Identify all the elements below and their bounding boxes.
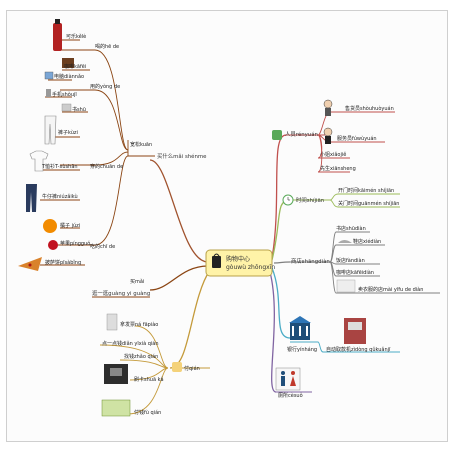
pay-branch-node[interactable]: 付qián [172, 362, 200, 372]
people-item-1: 售货员shòuhuòyuán [345, 105, 394, 112]
center-node[interactable]: 购物中心 gòuwù zhōngxīn [205, 249, 275, 277]
svg-text:书shū: 书shū [72, 106, 86, 113]
connector-shops [273, 261, 291, 264]
svg-text:人员rényuán: 人员rényuán [285, 131, 318, 138]
connector-toilet [269, 271, 277, 393]
time-close: 关门时间guānmén shíjiān [338, 200, 399, 207]
svg-text:时间shíjiān: 时间shíjiān [296, 196, 324, 204]
connector-bank [271, 267, 291, 339]
center-title: 购物中心 [226, 255, 250, 263]
computer-item: 电脑diànnǎo [44, 71, 84, 80]
cash-register-item: 拿发票ná fāpiào [106, 313, 158, 331]
card-item: 刷卡shuā kǎ [104, 364, 164, 384]
clothing-store-item: 卖衣服的店mài yīfu de diàn [336, 279, 423, 293]
svg-text:橘子 júzi: 橘子 júzi [60, 222, 80, 229]
branch-wear[interactable]: 穿的chuān de [90, 163, 123, 170]
pants-item: 裤子kùzi [44, 115, 78, 145]
time-open: 开门时间kāimén shíjiān [338, 187, 394, 194]
svg-text:鞋店xiédiàn: 鞋店xiédiàn [353, 238, 381, 245]
money-item: 付钱fù qián [101, 399, 161, 417]
svg-text:自动取款机zìdòng qǔkuǎnjī: 自动取款机zìdòng qǔkuǎnjī [326, 346, 391, 353]
toilet-node[interactable]: 厕所cèsuǒ [275, 367, 303, 399]
bank-node[interactable]: 银行yínháng [287, 316, 317, 353]
connector-left-lower [149, 265, 209, 291]
shop-bookstore: 书店shūdiàn [336, 225, 366, 232]
svg-text:拿发票ná fāpiào: 拿发票ná fāpiào [120, 321, 158, 328]
svg-text:披萨饼pīsàbǐng: 披萨饼pīsàbǐng [45, 259, 81, 266]
cola-item: 可乐kělè [53, 19, 86, 51]
phone-item: 手机shǒujī [46, 89, 77, 98]
svg-text:苹果píngguǒ: 苹果píngguǒ [60, 240, 90, 247]
svg-text:T恤衫T-xùshān: T恤衫T-xùshān [41, 163, 78, 170]
kuan-label: 宽松kuān [130, 141, 152, 148]
find-item: 找钱zhǎo qián [124, 353, 158, 360]
shop-restaurant: 饭店fàndiàn [336, 257, 365, 264]
svg-text:可乐kělè: 可乐kělè [66, 33, 86, 40]
people-item-3: 小姐xiǎojiě [320, 151, 346, 158]
connector-pay [169, 269, 211, 369]
svg-text:付qián: 付qián [184, 365, 200, 372]
svg-text:卖衣服的店mài yīfu de diàn: 卖衣服的店mài yīfu de diàn [358, 286, 423, 293]
svg-text:刷卡shuā kǎ: 刷卡shuā kǎ [134, 376, 164, 383]
branch-eat[interactable]: 吃的chī de [90, 243, 115, 250]
svg-text:牛仔裤niúzǎikù: 牛仔裤niúzǎikù [42, 193, 78, 200]
shop-cafe: 咖啡店kāfēidiàn [336, 269, 374, 276]
jeans-item: 牛仔裤niúzǎikù [26, 184, 78, 212]
branch-browse[interactable]: 逛一逛guàng yi guàng [92, 289, 150, 297]
orange-item: 橘子 júzi [43, 219, 80, 233]
tshirt-item: T恤衫T-xùshān [29, 150, 78, 172]
people-node[interactable]: 人员rényuán [272, 130, 318, 140]
branch-what-to-buy[interactable]: 买什么mǎi shénme [157, 152, 207, 160]
svg-text:厕所cèsuǒ: 厕所cèsuǒ [278, 392, 303, 399]
svg-text:手机shǒujī: 手机shǒujī [52, 91, 77, 98]
svg-text:裤子kùzi: 裤子kùzi [58, 129, 78, 136]
atm-item: 自动取款机zìdòng qǔkuǎnjī [326, 318, 391, 353]
book-item: 书shū [61, 103, 86, 113]
center-subtitle: gòuwù zhōngxīn [226, 264, 275, 271]
branch-use[interactable]: 用的yòng de [90, 83, 120, 90]
buy-label: 买mǎi [130, 278, 144, 285]
canvas-frame [6, 10, 448, 442]
coffee-item: 咖啡kāfēi [62, 58, 86, 70]
shops-node[interactable]: 商店shāngdiàn [291, 257, 330, 265]
waiter-figure [323, 127, 333, 144]
branch-drink[interactable]: 喝的hē de [95, 43, 119, 50]
people-item-4: 先生xiānsheng [320, 165, 356, 172]
clerk-figure [323, 99, 333, 116]
svg-text:电脑diànnǎo: 电脑diànnǎo [54, 73, 84, 80]
apple-item: 苹果píngguǒ [48, 240, 90, 250]
time-node[interactable]: 时间shíjiān [282, 194, 324, 206]
svg-text:咖啡kāfēi: 咖啡kāfēi [64, 63, 86, 70]
receipt-item: 点一点钱diǎn yīxià qián [102, 340, 159, 347]
shoe-store-item: 鞋店xiédiàn [338, 238, 381, 245]
connector-left-upper [149, 159, 209, 263]
svg-text:付钱fù qián: 付钱fù qián [134, 409, 161, 416]
pizza-item: 披萨饼pīsàbǐng [18, 257, 81, 271]
svg-text:银行yínháng: 银行yínháng [287, 346, 317, 353]
people-item-2: 服务员fúwùyuán [337, 135, 377, 142]
